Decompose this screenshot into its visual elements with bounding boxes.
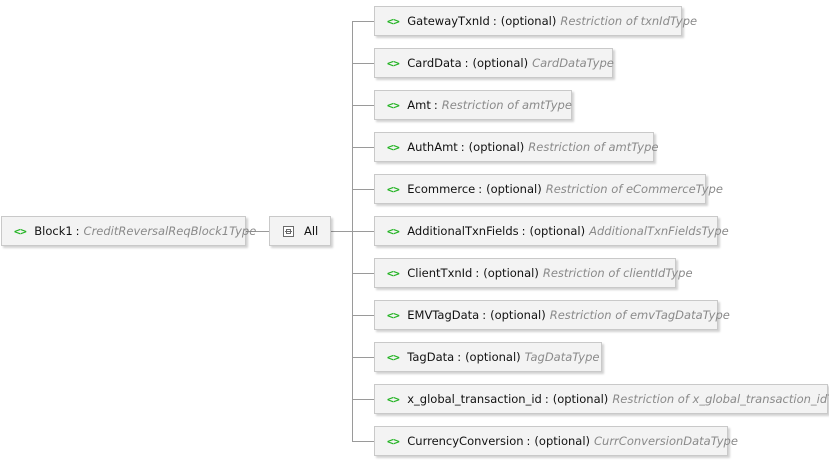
colon-separator: : <box>544 392 549 406</box>
element-type: Restriction of amtType <box>441 98 572 112</box>
optional-marker: (optional) <box>483 266 539 280</box>
element-icon: <> <box>14 224 27 238</box>
child-element-ecommerce[interactable]: <> Ecommerce:(optional)Restriction of eCo… <box>374 174 723 204</box>
colon-separator: : <box>521 224 526 238</box>
element-type: Restriction of x_global_transaction_idTy… <box>612 392 829 406</box>
element-name: EMVTagData <box>407 308 480 322</box>
element-name: Block1 <box>34 224 73 238</box>
element-type: CardDataType <box>532 56 614 70</box>
element-type: Restriction of eCommerceType <box>545 182 723 196</box>
optional-marker: (optional) <box>465 350 521 364</box>
element-type: Restriction of amtType <box>528 140 659 154</box>
element-type: CreditReversalReqBlock1Type <box>83 224 257 238</box>
colon-separator: : <box>478 182 483 196</box>
child-element-additionaltxnfields[interactable]: <> AdditionalTxnFields:(optional)Addition… <box>374 216 729 246</box>
child-element-authamt[interactable]: <> AuthAmt:(optional)Restriction of amtTy… <box>374 132 658 162</box>
optional-marker: (optional) <box>486 182 542 196</box>
element-icon: <> <box>387 350 400 364</box>
element-name: AuthAmt <box>407 140 458 154</box>
colon-separator: : <box>457 350 462 364</box>
element-name: ClientTxnId <box>407 266 473 280</box>
element-icon: <> <box>387 14 400 28</box>
element-name: x_global_transaction_id <box>407 392 542 406</box>
element-icon: <> <box>387 182 400 196</box>
child-element-tagdata[interactable]: <> TagData:(optional)TagDataType <box>374 342 602 372</box>
element-name: TagData <box>407 350 455 364</box>
element-icon: <> <box>387 98 400 112</box>
child-element-clienttxnid[interactable]: <> ClientTxnId:(optional)Restriction of c… <box>374 258 693 288</box>
element-icon: <> <box>387 224 400 238</box>
element-name: Ecommerce <box>407 182 476 196</box>
root-element-block1[interactable]: <> Block1 : CreditReversalReqBlock1Type <box>1 216 256 246</box>
element-name: AdditionalTxnFields <box>407 224 519 238</box>
colon-separator: : <box>460 140 465 154</box>
element-name: GatewayTxnId <box>407 14 490 28</box>
colon-separator: : <box>464 56 469 70</box>
element-icon: <> <box>387 266 400 280</box>
child-element-x-global-transaction-id[interactable]: <> x_global_transaction_id:(optional)Rest… <box>374 384 829 414</box>
all-compositor-icon <box>283 225 294 237</box>
optional-marker: (optional) <box>472 56 529 70</box>
child-element-emvtagdata[interactable]: <> EMVTagData:(optional)Restriction of em… <box>374 300 730 330</box>
element-icon: <> <box>387 392 400 406</box>
all-compositor[interactable]: All <box>269 216 331 246</box>
element-type: CurrConversionDataType <box>594 434 738 448</box>
element-type: TagDataType <box>524 350 600 364</box>
optional-marker: (optional) <box>490 308 546 322</box>
element-icon: <> <box>387 56 400 70</box>
element-name: CurrencyConversion <box>407 434 524 448</box>
child-element-currencyconversion[interactable]: <> CurrencyConversion:(optional)CurrConve… <box>374 426 738 456</box>
element-type: Restriction of txnIdType <box>560 14 698 28</box>
element-name: CardData <box>407 56 462 70</box>
colon-separator: : <box>75 224 80 238</box>
optional-marker: (optional) <box>529 224 586 238</box>
child-element-amt[interactable]: <> Amt:Restriction of amtType <box>374 90 572 120</box>
compositor-label: All <box>304 224 319 238</box>
optional-marker: (optional) <box>500 14 557 28</box>
optional-marker: (optional) <box>552 392 609 406</box>
element-icon: <> <box>387 434 400 448</box>
element-type: Restriction of clientIdType <box>542 266 693 280</box>
element-name: Amt <box>407 98 431 112</box>
element-icon: <> <box>387 140 400 154</box>
colon-separator: : <box>433 98 438 112</box>
colon-separator: : <box>475 266 480 280</box>
colon-separator: : <box>526 434 531 448</box>
child-element-carddata[interactable]: <> CardData:(optional)CardDataType <box>374 48 614 78</box>
element-icon: <> <box>387 308 400 322</box>
colon-separator: : <box>492 14 497 28</box>
optional-marker: (optional) <box>534 434 591 448</box>
optional-marker: (optional) <box>468 140 525 154</box>
element-type: AdditionalTxnFieldsType <box>589 224 729 238</box>
colon-separator: : <box>482 308 487 322</box>
child-element-gatewaytxnid[interactable]: <> GatewayTxnId:(optional)Restriction of … <box>374 6 697 36</box>
element-type: Restriction of emvTagDataType <box>549 308 730 322</box>
